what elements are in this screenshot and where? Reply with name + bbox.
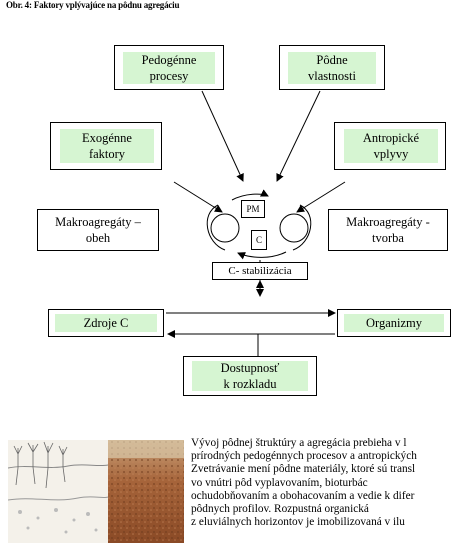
- exogenne-line2: faktory: [88, 147, 126, 161]
- makro-tvorba-line1: Makroagregáty -: [346, 215, 430, 229]
- paragraph-line: ochudobňovaním a obohacovaním a vedie k …: [191, 489, 415, 502]
- pedogenne-procesy-box: Pedogénne procesy: [114, 45, 224, 90]
- paragraph-line: pôdnych profilov. Rozpustná organická: [191, 503, 369, 516]
- dostupnost-line2: k rozkladu: [223, 377, 277, 391]
- c-label: C: [255, 235, 262, 245]
- pm-label: PM: [246, 204, 260, 214]
- figure-caption: Obr. 4: Faktory vplývajúce na pôdnu agre…: [6, 0, 180, 10]
- pedogenne-line2: procesy: [149, 69, 189, 83]
- podne-line2: vlastnosti: [308, 69, 356, 83]
- paragraph-line: prírodných pedogénnych procesov a antrop…: [191, 450, 417, 463]
- podne-vlastnosti-box: Pôdne vlastnosti: [279, 45, 385, 90]
- organizmy-label: Organizmy: [365, 316, 422, 330]
- c-stabilizacia-box: C- stabilizácia: [212, 262, 308, 280]
- makroagregaty-tvorba-box: Makroagregáty - tvorba: [328, 209, 448, 251]
- pm-box: PM: [241, 200, 265, 218]
- exogenne-line1: Exogénne: [82, 131, 132, 145]
- organizmy-box: Organizmy: [337, 309, 451, 337]
- makro-obeh-line2: obeh: [85, 231, 111, 245]
- diagram-arrows: [166, 90, 346, 356]
- paragraph-line: Zvetrávanie mení pôdne materiály, ktoré …: [191, 463, 416, 476]
- paragraph-line: z eluviálnych horizontov je imobilizovan…: [191, 516, 405, 529]
- dostupnost-box: Dostupnosť k rozkladu: [183, 356, 317, 396]
- soil-profile-drawing: [8, 440, 184, 543]
- body-paragraph: Vývoj pôdnej štruktúry a agregácia prebi…: [191, 437, 453, 529]
- soil-profile-image: [8, 440, 184, 543]
- paragraph-line: Vývoj pôdnej štruktúry a agregácia prebi…: [191, 437, 407, 449]
- c-box: C: [251, 230, 267, 250]
- podne-line1: Pôdne: [316, 53, 348, 67]
- makro-obeh-line1: Makroagregáty –: [55, 215, 141, 229]
- paragraph-line: vo vnútri pôd vyplavovaním, bioturbác: [191, 476, 368, 489]
- makro-tvorba-line2: tvorba: [372, 231, 404, 245]
- dostupnost-line1: Dostupnosť: [220, 361, 280, 375]
- pedogenne-line1: Pedogénne: [141, 53, 197, 67]
- zdroje-c-label: Zdroje C: [83, 316, 129, 330]
- antropicke-line1: Antropické: [362, 131, 420, 145]
- exogenne-faktory-box: Exogénne faktory: [50, 122, 162, 170]
- antropicke-vplyvy-box: Antropické vplyvy: [334, 122, 446, 170]
- c-stabilizacia-label: C- stabilizácia: [228, 265, 292, 277]
- zdroje-c-box: Zdroje C: [48, 309, 164, 337]
- antropicke-line2: vplyvy: [373, 147, 409, 161]
- makroagregaty-obeh-box: Makroagregáty – obeh: [37, 209, 159, 251]
